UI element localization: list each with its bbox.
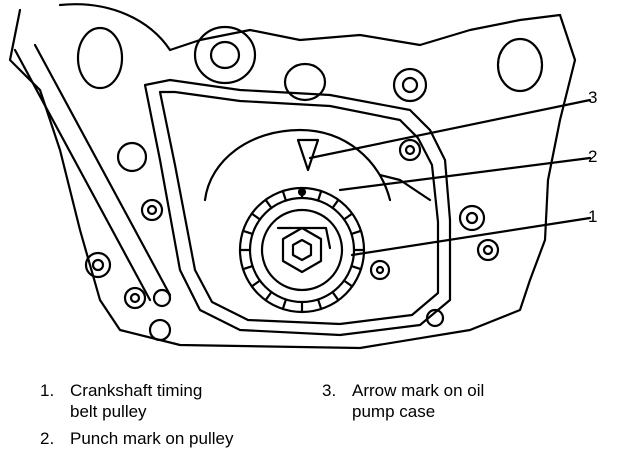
engine-front-illustration — [8, 3, 592, 350]
callout-number-2: 2 — [588, 147, 598, 166]
callout-number-3: 3 — [588, 88, 598, 107]
legend-text-line1: Punch mark on pulley — [70, 429, 234, 448]
leader-line-1 — [350, 216, 592, 257]
punch-mark — [297, 187, 307, 197]
oil-pump-case — [143, 78, 452, 337]
arrow-mark — [296, 138, 320, 172]
pulley-tooth — [264, 291, 273, 302]
legend-item-2: 2. Punch mark on pulley — [40, 428, 233, 449]
engine-block-outline — [8, 8, 577, 350]
pulley-tooth — [317, 189, 323, 202]
legend-item-1: 1. Crankshaft timing belt pulley — [40, 380, 202, 422]
crankshaft-hex-bolt — [281, 226, 323, 274]
legend-text-line2: pump case — [352, 402, 436, 421]
pulley-tooth — [343, 279, 354, 288]
leader-line-2 — [338, 156, 592, 192]
pulley-tooth — [350, 229, 363, 235]
legend-number: 2. — [40, 429, 55, 448]
pulley-tooth — [343, 212, 354, 221]
pulley-tooth — [241, 229, 254, 235]
upper-left-boss — [76, 26, 124, 90]
legend-number: 1. — [40, 381, 55, 400]
leader-line-3 — [308, 98, 592, 160]
pulley-tooth — [250, 279, 261, 288]
pulley-tooth — [264, 198, 273, 209]
legend-text-line1: Arrow mark on oil — [352, 381, 485, 400]
pulley-tooth — [331, 198, 340, 209]
legend-text-line1: Crankshaft timing — [70, 381, 203, 400]
pulley-tooth — [331, 291, 340, 302]
pulley-tooth — [241, 265, 254, 271]
crankshaft-pulley — [238, 186, 366, 314]
legend-text-line2: belt pulley — [70, 402, 147, 421]
legend-item-3: 3. Arrow mark on oil pump case — [322, 380, 484, 422]
callout-number-1: 1 — [588, 207, 598, 226]
pulley-tooth — [317, 298, 323, 311]
pulley-tooth — [350, 265, 363, 271]
legend-number: 3. — [322, 381, 337, 400]
pulley-tooth — [281, 189, 287, 202]
pulley-tooth — [250, 212, 261, 221]
pulley-tooth — [281, 298, 287, 311]
left-bracket — [13, 43, 172, 302]
